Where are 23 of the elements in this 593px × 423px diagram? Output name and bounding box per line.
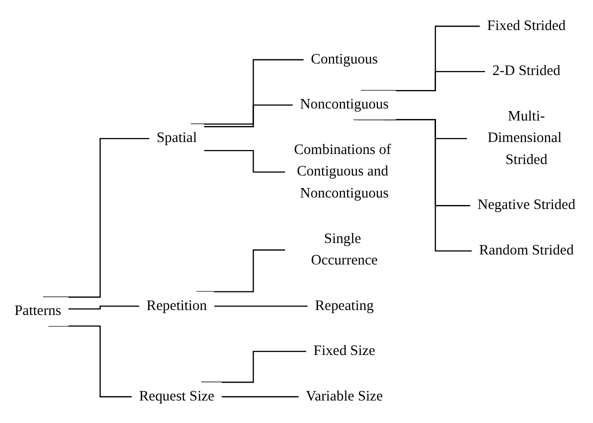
node-text: Random Strided (479, 242, 574, 258)
node-text: Single Occurrence (310, 230, 378, 268)
connector (68, 306, 140, 310)
node-text: Negative Strided (478, 197, 576, 213)
connector (190, 59, 304, 125)
node-text: Multi-Dimensional Strided (488, 108, 562, 168)
connector (48, 326, 132, 398)
node-text: Fixed Size (314, 343, 376, 359)
node-text: 2-D Strided (492, 63, 560, 79)
connector (353, 118, 472, 252)
connector (214, 306, 308, 307)
connector (43, 138, 150, 298)
connector (204, 104, 294, 128)
node-text: Fixed Strided (487, 18, 566, 34)
node-text: Variable Size (306, 388, 383, 404)
connector (222, 396, 300, 398)
connector (361, 26, 480, 92)
connector (201, 350, 307, 383)
node-text: Contiguous (310, 52, 378, 68)
node-text: Combinations of Contiguous and Noncontiguous (294, 142, 392, 202)
connector (204, 150, 286, 173)
node-text: Repeating (314, 298, 374, 314)
connector (196, 249, 286, 292)
